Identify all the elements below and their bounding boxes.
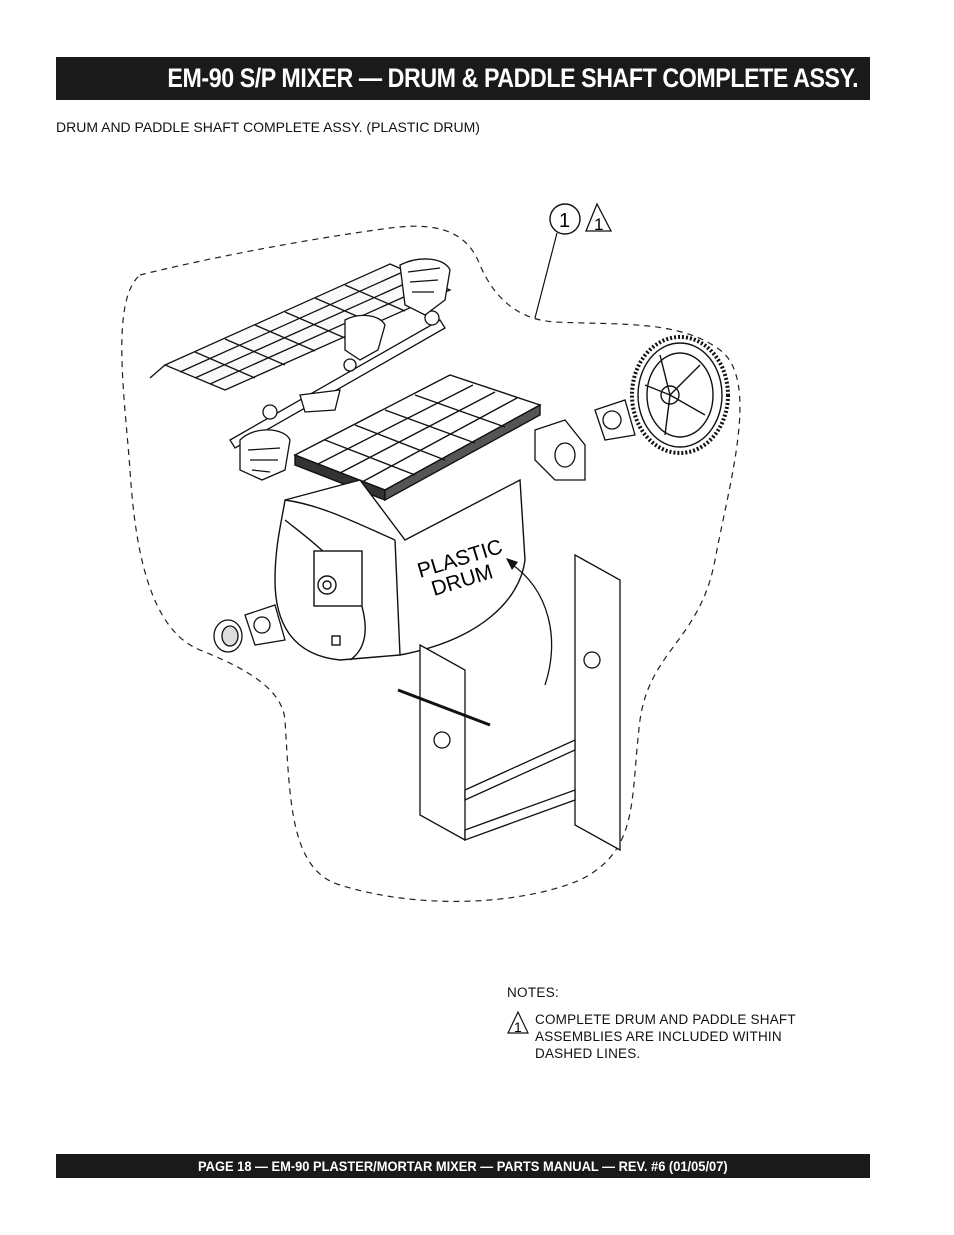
callout-note-ref: 1: [594, 215, 603, 234]
page-footer-bar: PAGE 18 — EM-90 PLASTER/MORTAR MIXER — P…: [56, 1154, 870, 1178]
page-footer-text: PAGE 18 — EM-90 PLASTER/MORTAR MIXER — P…: [198, 1158, 728, 1174]
callout-leader: [534, 232, 558, 319]
paddle-shaft: [229, 258, 451, 481]
assembly-boundary-dashed: [121, 225, 741, 903]
section-subtitle: DRUM AND PADDLE SHAFT COMPLETE ASSY. (PL…: [56, 119, 480, 135]
support-frame: [397, 553, 621, 852]
left-bearing: [213, 604, 286, 653]
plastic-drum: [274, 478, 526, 661]
drum-label-arrowhead: [506, 558, 518, 570]
note-triangle-icon: 1: [507, 1010, 529, 1034]
note-marker: 1: [514, 1019, 522, 1034]
drum-top-screen: [149, 263, 452, 391]
page-title: EM-90 S/P MIXER — DRUM & PADDLE SHAFT CO…: [167, 63, 858, 93]
note-text: COMPLETE DRUM AND PADDLE SHAFT ASSEMBLIE…: [535, 1012, 796, 1061]
notes-section: NOTES: 1 COMPLETE DRUM AND PADDLE SHAFT …: [507, 985, 805, 1062]
drum-top-grate: [293, 374, 542, 502]
note-item: 1 COMPLETE DRUM AND PADDLE SHAFT ASSEMBL…: [507, 1010, 805, 1062]
right-bearing-housing: [534, 399, 636, 481]
callout-number: 1: [559, 210, 570, 232]
callout-note-triangle: [585, 202, 613, 232]
drum-label-arrow: [509, 562, 553, 686]
drive-pulley-wheel: [630, 335, 730, 455]
notes-heading: NOTES:: [507, 985, 560, 1000]
page-title-bar: EM-90 S/P MIXER — DRUM & PADDLE SHAFT CO…: [56, 57, 870, 100]
callout-circle: [549, 203, 581, 235]
